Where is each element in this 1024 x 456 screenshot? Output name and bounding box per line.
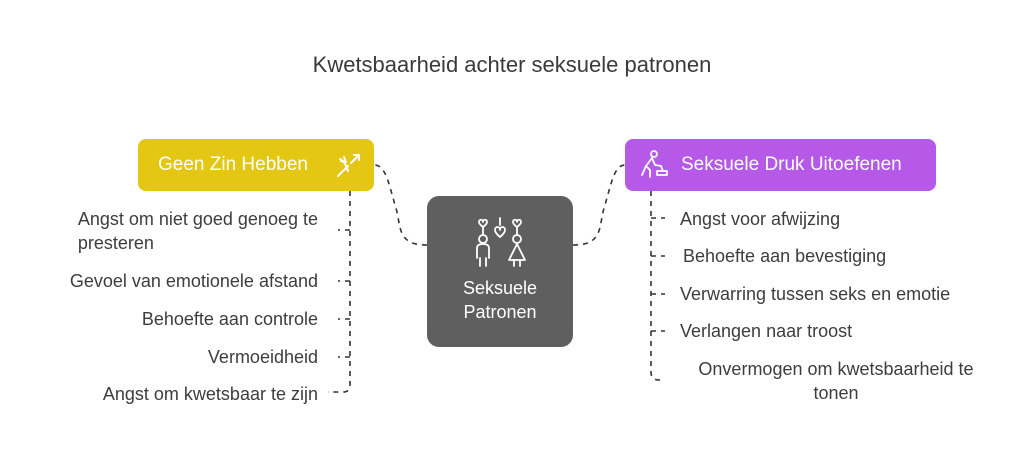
category-label: Seksuele Druk Uitoefenen: [681, 154, 902, 175]
broken-arrow-icon: [337, 154, 360, 177]
left-item: Vermoeidheid: [207, 347, 318, 367]
left-item: Angst om kwetsbaar te zijn: [102, 384, 318, 404]
right-item: Onvermogen om kwetsbaarheid te tonen: [698, 359, 974, 403]
center-label-line2: Patronen: [463, 302, 537, 322]
category-seksuele-druk-uitoefenen: Seksuele Druk Uitoefenen: [625, 139, 936, 191]
category-geen-zin-hebben: Geen Zin Hebben: [138, 139, 374, 191]
left-item: Behoefte aan controle: [141, 309, 318, 329]
right-item: Angst voor afwijzing: [680, 209, 841, 229]
right-item: Verwarring tussen seks en emotie: [680, 284, 951, 304]
right-spine: [650, 191, 665, 381]
connector-center-right: [572, 164, 626, 246]
center-label-line1: Seksuele: [462, 278, 538, 298]
connector-center-left: [373, 164, 428, 246]
right-item: Verlangen naar troost: [680, 321, 853, 341]
center-node-seksuele-patronen: Seksuele Patronen: [427, 196, 573, 347]
couple-hearts-icon: [476, 217, 526, 267]
diagram-title: Kwetsbaarheid achter seksuele patronen: [312, 52, 712, 77]
left-spine: [328, 191, 351, 393]
left-item: Gevoel van emotionele afstand: [69, 271, 318, 291]
pressure-person-icon: [641, 150, 668, 178]
category-label: Geen Zin Hebben: [158, 154, 308, 175]
left-item: Angst om niet goed genoeg te presteren: [77, 209, 318, 253]
right-item: Behoefte aan bevestiging: [683, 246, 887, 266]
